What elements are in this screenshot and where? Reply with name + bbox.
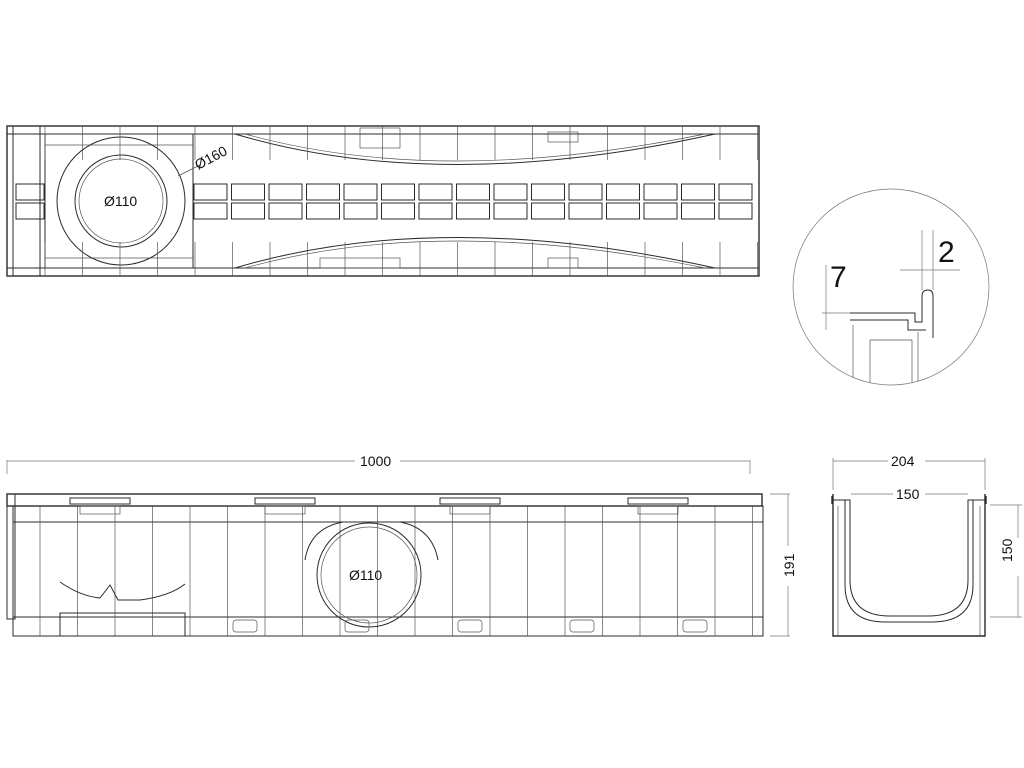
grate-cell bbox=[343, 183, 378, 201]
grate-cell bbox=[306, 202, 340, 220]
outer-width-label: 204 bbox=[891, 453, 915, 469]
connector-base bbox=[449, 505, 491, 515]
channel-u-profile bbox=[845, 499, 973, 617]
outlet-outer-circle bbox=[56, 136, 186, 266]
grate-cell bbox=[568, 183, 603, 201]
top-connectors bbox=[69, 497, 689, 515]
connector-base bbox=[637, 505, 679, 515]
outlet-arch bbox=[304, 521, 439, 561]
lower-curve bbox=[234, 237, 716, 269]
side-view: 1000 Ø110 191 bbox=[6, 453, 797, 637]
grate-cell bbox=[456, 202, 490, 220]
grate-cell bbox=[456, 183, 490, 201]
grate-cell bbox=[343, 202, 378, 220]
side-outlet-label: Ø110 bbox=[349, 567, 382, 583]
grate-cell bbox=[231, 202, 265, 220]
detail-view: 2 7 bbox=[792, 188, 990, 386]
inner-width-label: 150 bbox=[896, 486, 920, 502]
length-label: 1000 bbox=[360, 453, 391, 469]
grate-cell bbox=[493, 202, 528, 220]
grate-cell bbox=[231, 183, 265, 201]
connector-base bbox=[79, 505, 121, 515]
top-outer-diameter-label: Ø160 bbox=[192, 142, 230, 172]
grate-cell bbox=[681, 183, 715, 201]
top-inner-diameter-label: Ø110 bbox=[104, 193, 137, 209]
height-label: 191 bbox=[781, 553, 797, 577]
section-view: 204 150 150 bbox=[831, 453, 1022, 637]
grate-cell bbox=[193, 183, 228, 201]
outlet-inner-circle bbox=[74, 154, 168, 248]
top-view: Ø110 Ø160 bbox=[6, 125, 760, 277]
side-ribs bbox=[39, 506, 753, 636]
detail-thickness-label: 2 bbox=[938, 236, 955, 269]
grate-cell bbox=[718, 183, 753, 201]
bottom-slot bbox=[344, 619, 370, 633]
detail-step-label: 7 bbox=[830, 261, 847, 294]
connector-tab bbox=[69, 497, 131, 505]
grate-cell bbox=[268, 183, 303, 201]
grate-cell bbox=[268, 202, 303, 220]
grate-cell bbox=[531, 202, 565, 220]
grate-cell bbox=[381, 202, 415, 220]
rib-ticks bbox=[44, 126, 758, 276]
grate-cell bbox=[606, 202, 640, 220]
grate-grid bbox=[193, 183, 753, 220]
grate-cell bbox=[418, 183, 453, 201]
grate-cell bbox=[193, 202, 228, 220]
grate-cell bbox=[381, 183, 415, 201]
grate-cell bbox=[718, 202, 753, 220]
bottom-slot bbox=[232, 619, 258, 633]
grate-cell bbox=[531, 183, 565, 201]
connector-tab bbox=[254, 497, 316, 505]
grate-cell bbox=[643, 183, 678, 201]
grate-cell bbox=[606, 183, 640, 201]
bottom-slot bbox=[569, 619, 595, 633]
connector-base bbox=[264, 505, 306, 515]
detail-circle bbox=[792, 188, 990, 386]
bottom-slot bbox=[682, 619, 708, 633]
grate-cell bbox=[568, 202, 603, 220]
bottom-slot bbox=[457, 619, 483, 633]
bottom-slots bbox=[232, 619, 708, 633]
grate-cell bbox=[643, 202, 678, 220]
connector-tab bbox=[627, 497, 689, 505]
connector-tab bbox=[439, 497, 501, 505]
grate-cell bbox=[306, 183, 340, 201]
inner-height-label: 150 bbox=[999, 538, 1015, 562]
grate-cell bbox=[418, 202, 453, 220]
upper-curve bbox=[234, 133, 716, 165]
grate-cell bbox=[493, 183, 528, 201]
grate-cell bbox=[681, 202, 715, 220]
